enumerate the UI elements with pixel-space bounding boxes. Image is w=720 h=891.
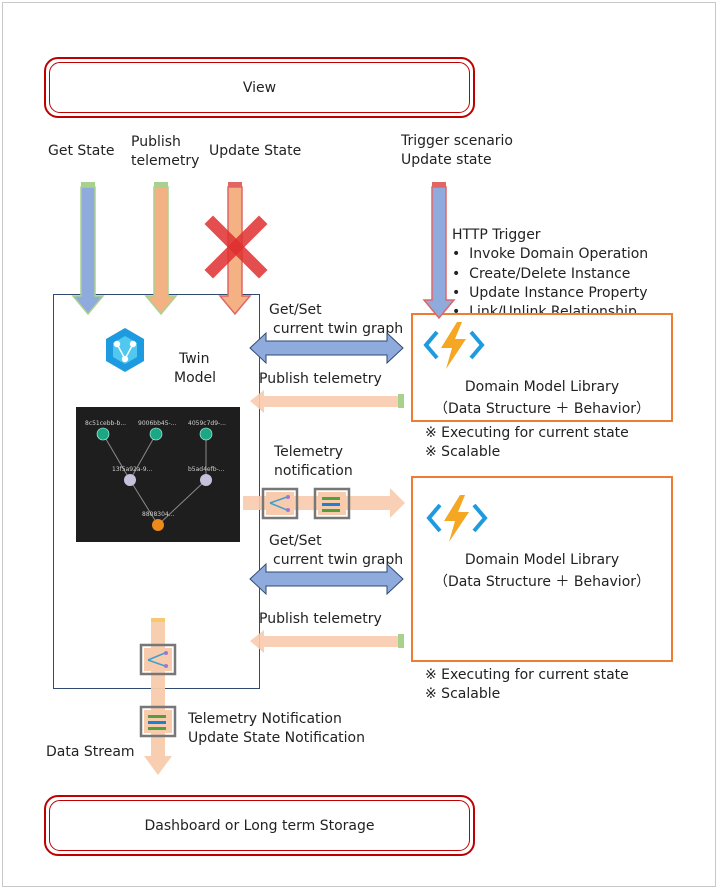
graph-node-label: 8808304... [142,511,175,518]
azure-function-icon [423,322,485,369]
graph-node [200,474,212,486]
storage-box: Dashboard or Long term Storage [44,795,475,856]
get-state-label: Get State [48,143,115,159]
telemetry-notification-label-line2: notification [274,463,353,479]
view-label: View [242,79,277,96]
storage-label: Dashboard or Long term Storage [144,817,375,834]
telemetry-notification-label-line1: Telemetry [274,444,344,460]
http-trigger-list: HTTP Trigger • Invoke Domain Operation •… [452,226,648,322]
publish-telemetry-top-label: Publish telemetry [259,371,382,387]
http-trigger-title: HTTP Trigger [452,227,541,243]
graph-node-label: 8c51cebb-b... [85,420,126,427]
graph-node-label: 13f5a92a-9... [112,466,152,473]
update-state-trigger-label: Update state [401,152,492,168]
telemetry-notification-stream-label: Telemetry Notification [188,711,342,727]
getset-double-arrow-bottom [249,562,404,596]
twin-graph-panel: 8c51cebb-b... 9006bb45-... 4059c7d9-... … [76,407,240,542]
library-2-note-scalable: ※ Scalable [425,686,501,702]
publish-telemetry-label-line2: telemetry [131,153,200,169]
getset-label-bottom-line1: Get/Set [269,533,322,549]
library-1-note-executing: ※ Executing for current state [425,425,629,441]
data-stream-arrow [144,618,172,775]
library-2-subtitle: （Data Structure ＋ Behavior） [433,574,651,590]
graph-node-label: 9006bb45-... [138,420,177,427]
publish-telemetry-bottom-label: Publish telemetry [259,611,382,627]
getset-label-top-line1: Get/Set [269,302,322,318]
stream-event-grid-icon [139,643,177,676]
twin-graph: 8c51cebb-b... 9006bb45-... 4059c7d9-... … [85,420,226,531]
graph-node [199,427,213,441]
digital-twin-icon [106,328,144,372]
trigger-scenario-label: Trigger scenario [401,133,513,149]
graph-node [149,427,163,441]
publish-telemetry-arrow-bottom [250,630,404,653]
graph-node-label: 4059c7d9-... [188,420,226,427]
event-grid-icon [261,487,299,520]
graph-node [152,519,164,531]
http-trigger-item: • Update Instance Property [452,284,648,301]
update-state-notification-label: Update State Notification [188,730,365,746]
getset-label-top-line2: current twin graph [273,321,404,337]
graph-node [124,474,136,486]
publish-telemetry-label-line1: Publish [131,134,181,150]
stream-event-hub-icon [139,705,177,738]
library-1-note-scalable: ※ Scalable [425,444,501,460]
library-1-subtitle: （Data Structure ＋ Behavior） [433,401,651,417]
graph-node-label: b5ad4efb-... [188,466,225,473]
publish-telemetry-arrow [144,182,178,316]
getset-double-arrow-top [249,331,404,365]
data-stream-label: Data Stream [46,744,135,760]
view-box: View [44,57,475,118]
graph-node [96,427,110,441]
event-hub-icon [313,487,351,520]
getset-label-bottom-line2: current twin graph [273,552,404,568]
library-1-title: Domain Model Library [464,379,620,395]
http-trigger-item: • Create/Delete Instance [452,265,631,282]
http-trigger-item: • Invoke Domain Operation [452,246,649,263]
library-2-title: Domain Model Library [464,552,620,568]
azure-function-icon [426,495,488,542]
twin-label-line1: Twin [179,351,210,367]
trigger-arrow [422,182,456,320]
update-state-label: Update State [209,143,302,159]
twin-label-line2: Model [174,370,217,386]
blocked-cross-icon [204,215,268,279]
library-2-note-executing: ※ Executing for current state [425,667,629,683]
get-state-arrow [71,182,105,316]
publish-telemetry-arrow-top [250,390,404,413]
